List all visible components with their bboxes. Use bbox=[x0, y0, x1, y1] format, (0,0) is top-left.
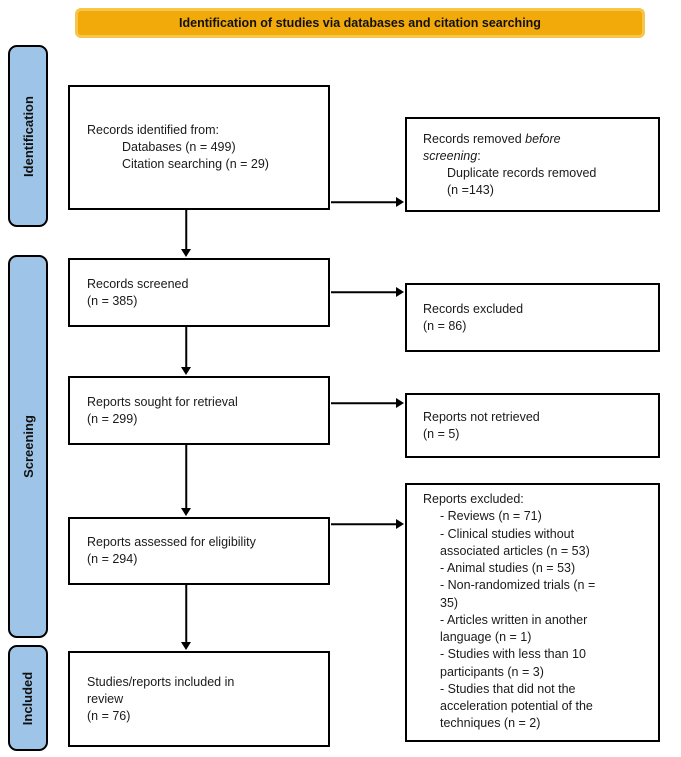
text-line: - Studies with less than 10 bbox=[440, 647, 586, 662]
arrow-assessed-to-reports-excluded bbox=[331, 518, 404, 530]
box-reports-assessed-for-eligibility: Reports assessed for eligibility (n = 294… bbox=[68, 517, 330, 585]
text-line: Databases (n = 499) bbox=[122, 140, 236, 154]
stage-label-included: Included bbox=[8, 645, 48, 751]
text-line: Reports sought for retrieval bbox=[87, 394, 238, 409]
text-line: language (n = 1) bbox=[440, 630, 532, 644]
stage-label-identification-text: Identification bbox=[20, 95, 36, 177]
box-studies-included-in-review: Studies/reports included in review (n = 76… bbox=[68, 651, 330, 747]
text-line: (n = 299) bbox=[87, 411, 138, 426]
text-line: Reports assessed for eligibility bbox=[87, 535, 256, 549]
text-line: (n = 86) bbox=[423, 318, 467, 333]
text-line: review bbox=[87, 691, 124, 706]
text-line: participants (n = 3) bbox=[440, 664, 544, 679]
text-line: Citation searching (n = 29) bbox=[122, 157, 269, 171]
banner: Identification of studies via databases … bbox=[75, 8, 645, 38]
banner-label: Identification of studies via databases … bbox=[179, 16, 541, 30]
text-line: screening: bbox=[423, 148, 481, 163]
text-line: 35) bbox=[440, 595, 459, 610]
text-line: Records removed before bbox=[423, 131, 561, 146]
text-line: (n = 76) bbox=[87, 708, 131, 723]
arrow-screened-to-sought bbox=[180, 327, 192, 375]
arrow-identified-to-removed bbox=[331, 196, 404, 208]
arrow-sought-to-assessed bbox=[180, 445, 192, 516]
stage-label-screening-text: Screening bbox=[20, 415, 36, 478]
text-line: Studies/reports included in bbox=[87, 674, 235, 689]
text-line: - Non-randomized trials (n = bbox=[440, 578, 596, 593]
text-line: - Articles written in another bbox=[440, 612, 588, 627]
text-line: Reports not retrieved bbox=[423, 409, 540, 424]
stage-label-identification: Identification bbox=[8, 45, 48, 227]
arrow-identified-to-screened bbox=[180, 210, 192, 257]
text-line: Duplicate records removed bbox=[447, 165, 597, 180]
text-line: Records excluded bbox=[423, 301, 524, 316]
box-records-identified: Records identified from: Databases (n = 4… bbox=[68, 85, 330, 210]
text-line: (n =143) bbox=[447, 182, 494, 197]
text-line: (n = 294) bbox=[87, 552, 138, 566]
text-line: - Animal studies (n = 53) bbox=[440, 561, 576, 575]
box-reports-excluded: Reports excluded: - Reviews (n = 71) - Cli… bbox=[405, 483, 660, 742]
text-line: - Clinical studies without bbox=[440, 526, 575, 541]
box-reports-sought-for-retrieval: Reports sought for retrieval (n = 299) bbox=[68, 376, 330, 445]
text-line: (n = 385) bbox=[87, 293, 138, 308]
box-reports-not-retrieved: Reports not retrieved (n = 5) bbox=[405, 393, 660, 458]
arrow-assessed-to-included bbox=[180, 585, 192, 650]
text-line: Records identified from: bbox=[87, 123, 220, 137]
arrow-sought-to-not-retrieved bbox=[331, 397, 404, 409]
text-line: - Studies that did not the bbox=[440, 681, 576, 696]
arrow-screened-to-excluded bbox=[331, 286, 404, 298]
text-line: Reports excluded: bbox=[423, 492, 524, 506]
box-records-screened: Records screened (n = 385) bbox=[68, 258, 330, 327]
text-line: - Reviews (n = 71) bbox=[440, 509, 542, 524]
text-line: Records screened bbox=[87, 276, 189, 291]
box-records-excluded: Records excluded (n = 86) bbox=[405, 283, 660, 352]
text-line: associated articles (n = 53) bbox=[440, 543, 590, 558]
stage-label-included-text: Included bbox=[20, 671, 36, 725]
box-records-removed-before-screening: Records removed before screening: Duplicat… bbox=[405, 117, 660, 212]
text-line: acceleration potential of the bbox=[440, 699, 593, 713]
text-line: (n = 5) bbox=[423, 426, 460, 441]
text-line: techniques (n = 2) bbox=[440, 716, 541, 731]
stage-label-screening: Screening bbox=[8, 255, 48, 638]
